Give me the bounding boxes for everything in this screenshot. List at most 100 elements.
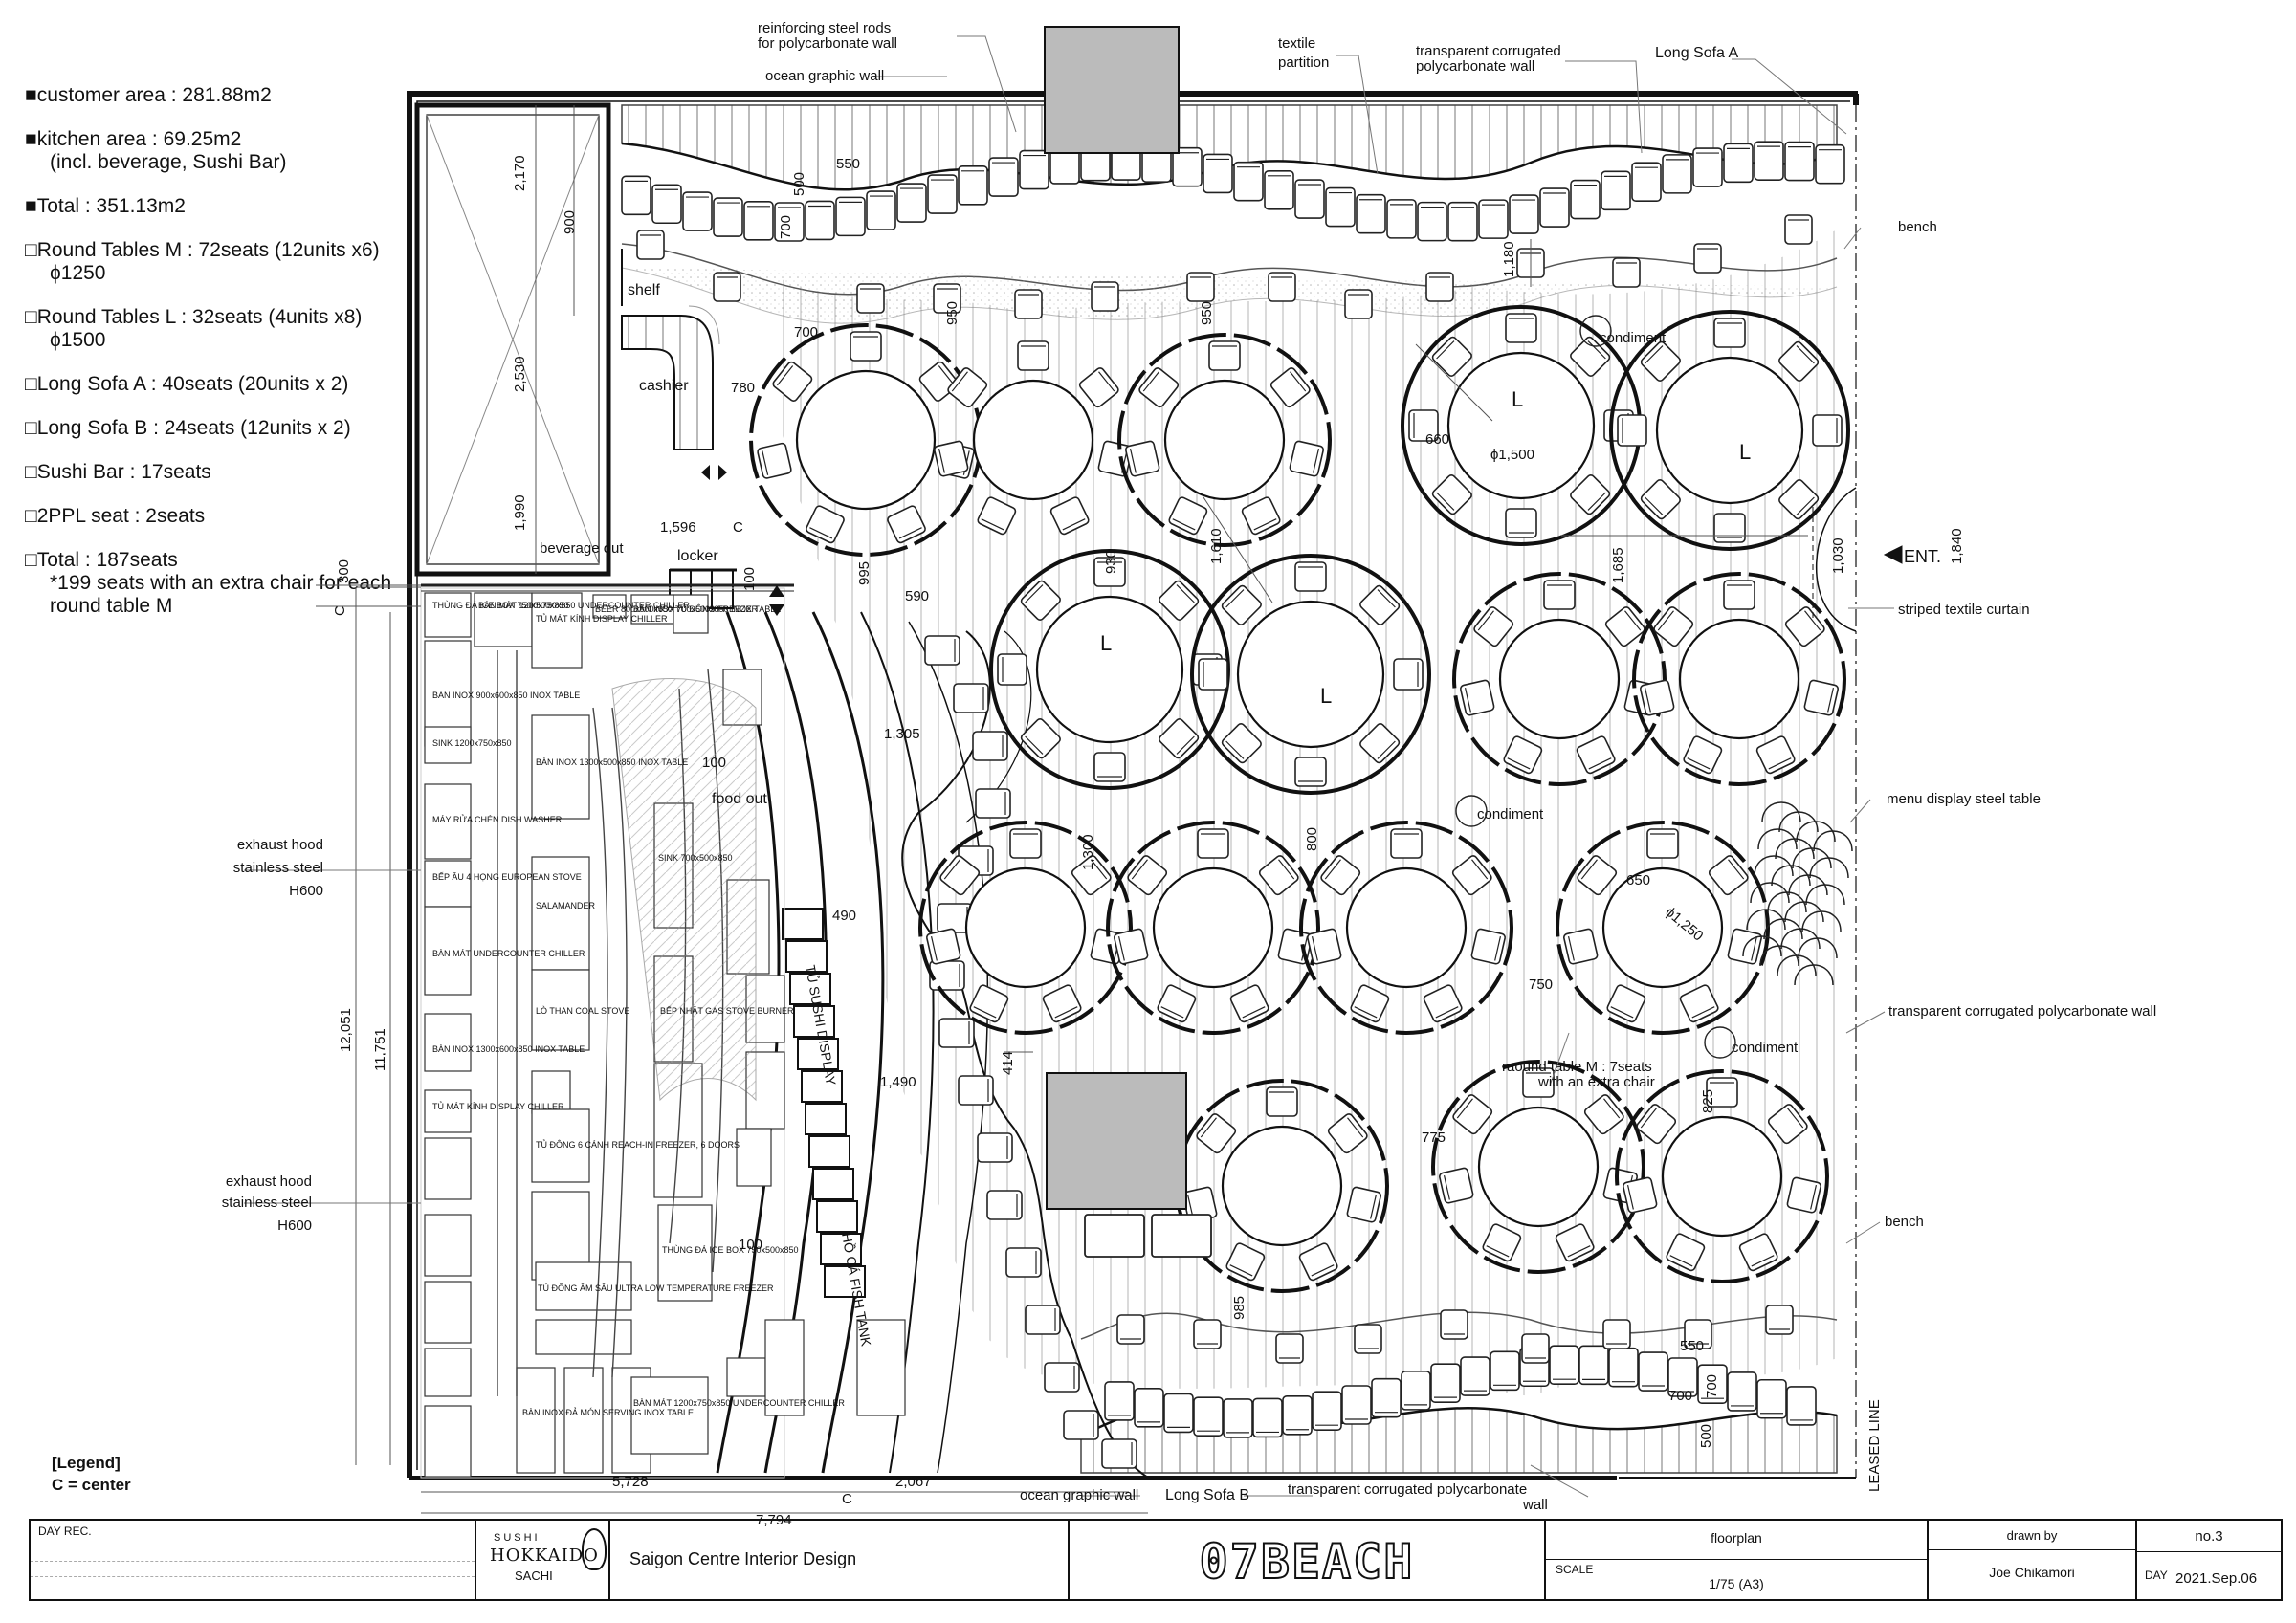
- sheet-title: floorplan: [1711, 1530, 1762, 1546]
- kitchen-label: BEER 800x500x850: [595, 604, 673, 614]
- summary-text: Long Sofa B : 24seats (12units x 2): [36, 417, 351, 439]
- center-mark: C: [332, 605, 348, 616]
- table-l-label: L: [1512, 387, 1523, 411]
- chair: [1539, 187, 1570, 228]
- kitchen-label: BÀN INOX 900x600x850 INOX TABLE: [432, 691, 580, 700]
- chair: [1727, 1371, 1757, 1412]
- menu-display-table: [1742, 801, 1853, 986]
- menu-scallop: [1796, 821, 1836, 843]
- chair: [1667, 1357, 1698, 1397]
- kitchen-label: TỦ ĐÔNG ÂM SÂU ULTRA LOW TEMPERATURE FRE…: [538, 1283, 774, 1293]
- summary-mark: ■: [25, 84, 37, 106]
- chair: [1693, 243, 1722, 274]
- menu-scallop: [1784, 901, 1824, 923]
- chair: [1555, 1223, 1595, 1262]
- chair: [856, 283, 885, 314]
- chair: [1091, 281, 1119, 312]
- chair: [1640, 479, 1681, 520]
- chair: [1252, 1397, 1283, 1438]
- dimension-label: 1,840: [1949, 528, 1965, 564]
- chair: [1666, 1233, 1706, 1272]
- diameter-label: ϕ1,500: [1490, 447, 1534, 463]
- chair: [1025, 1305, 1061, 1335]
- chair: [986, 1190, 1023, 1220]
- chair: [1608, 1347, 1639, 1388]
- dimension-label: 780: [731, 380, 755, 396]
- condiment-stand: [1579, 315, 1612, 347]
- company-cell: Saigon Centre Interior Design: [610, 1521, 1070, 1599]
- chair: [1159, 718, 1200, 759]
- menu-scallop: [1759, 945, 1799, 967]
- chair: [1812, 414, 1843, 447]
- round-table: [1106, 821, 1320, 1035]
- menu-scallop: [1780, 928, 1821, 950]
- summary-mark: ■: [25, 195, 37, 217]
- chair: [1784, 214, 1813, 245]
- condiment-label: condiment: [1600, 330, 1667, 346]
- kitchen-unit: [424, 906, 472, 996]
- reinforcing-label: for polycarbonate wall: [758, 35, 897, 52]
- dimension-label: 1,490: [880, 1074, 916, 1090]
- day-rec-label: DAY REC.: [38, 1524, 92, 1538]
- display-unit: [816, 1200, 858, 1233]
- chair: [1612, 257, 1641, 288]
- exhaust-hood-label: stainless steel: [233, 860, 323, 876]
- summary-mark: □: [25, 549, 37, 571]
- revision-cell: DAY REC.: [31, 1521, 476, 1599]
- dimension-label: 1,030: [1830, 537, 1846, 574]
- reinforcing-label: reinforcing steel rods: [758, 20, 891, 36]
- summary-mark: □: [25, 417, 37, 439]
- chair: [1193, 1319, 1222, 1349]
- kitchen-unit: [424, 1348, 472, 1397]
- chair: [1019, 149, 1049, 190]
- dimension-label: 300: [336, 559, 352, 583]
- round-table: L: [1401, 305, 1642, 546]
- chair: [934, 440, 969, 477]
- textile-label: textile: [1278, 35, 1315, 52]
- customer-floor: [771, 230, 1837, 1396]
- dimension-label: 100: [741, 567, 758, 591]
- display-unit: [824, 1265, 866, 1298]
- round-table: [1632, 572, 1846, 786]
- chair: [1266, 1086, 1298, 1117]
- kitchen-unit: [424, 783, 472, 860]
- chair: [1563, 928, 1599, 965]
- chair: [1275, 1333, 1304, 1364]
- kitchen-label: SINK 700x500x850: [658, 853, 733, 863]
- summary-text: Long Sofa A : 40seats (20units x 2): [36, 373, 349, 395]
- chair: [1431, 336, 1472, 377]
- beverage-out-label: beverage out: [540, 540, 624, 557]
- dimension-label: 1,305: [884, 726, 920, 742]
- exhaust-hood-label: H600: [289, 883, 323, 899]
- summary-item: □Round Tables M : 72seats (12units x6)ϕ1…: [25, 239, 417, 285]
- kitchen-unit: [424, 1013, 472, 1072]
- chair: [1451, 855, 1492, 896]
- dimension-label: 2,170: [512, 155, 528, 191]
- chair: [757, 442, 792, 479]
- chair: [1346, 1186, 1381, 1223]
- chair: [1662, 154, 1692, 194]
- dimension-label: 800: [1304, 827, 1320, 851]
- textile-label: partition: [1278, 55, 1329, 71]
- chair: [1815, 143, 1845, 185]
- fish-logo-icon: [582, 1528, 607, 1570]
- dimension-label: 1,610: [1208, 528, 1225, 564]
- chair: [1490, 1350, 1520, 1392]
- dimension-label: 5,728: [612, 1474, 649, 1490]
- kitchen-unit: [531, 714, 590, 820]
- summary-subtext: ϕ1500: [50, 329, 106, 351]
- menu-scallop: [1757, 828, 1798, 850]
- summary-text: kitchen area : 69.25m2: [36, 128, 242, 150]
- display-unit: [785, 940, 828, 973]
- dimension-label: 700: [1668, 1388, 1692, 1404]
- chair: [1350, 984, 1390, 1023]
- chair: [926, 928, 961, 965]
- chair: [1683, 735, 1723, 775]
- project-name: 07BEACH: [1199, 1533, 1415, 1590]
- chair: [896, 183, 927, 223]
- dimension-label: 500: [791, 172, 807, 196]
- dimension-label: 700: [794, 324, 818, 340]
- chair: [1020, 580, 1061, 621]
- chair: [1604, 606, 1645, 647]
